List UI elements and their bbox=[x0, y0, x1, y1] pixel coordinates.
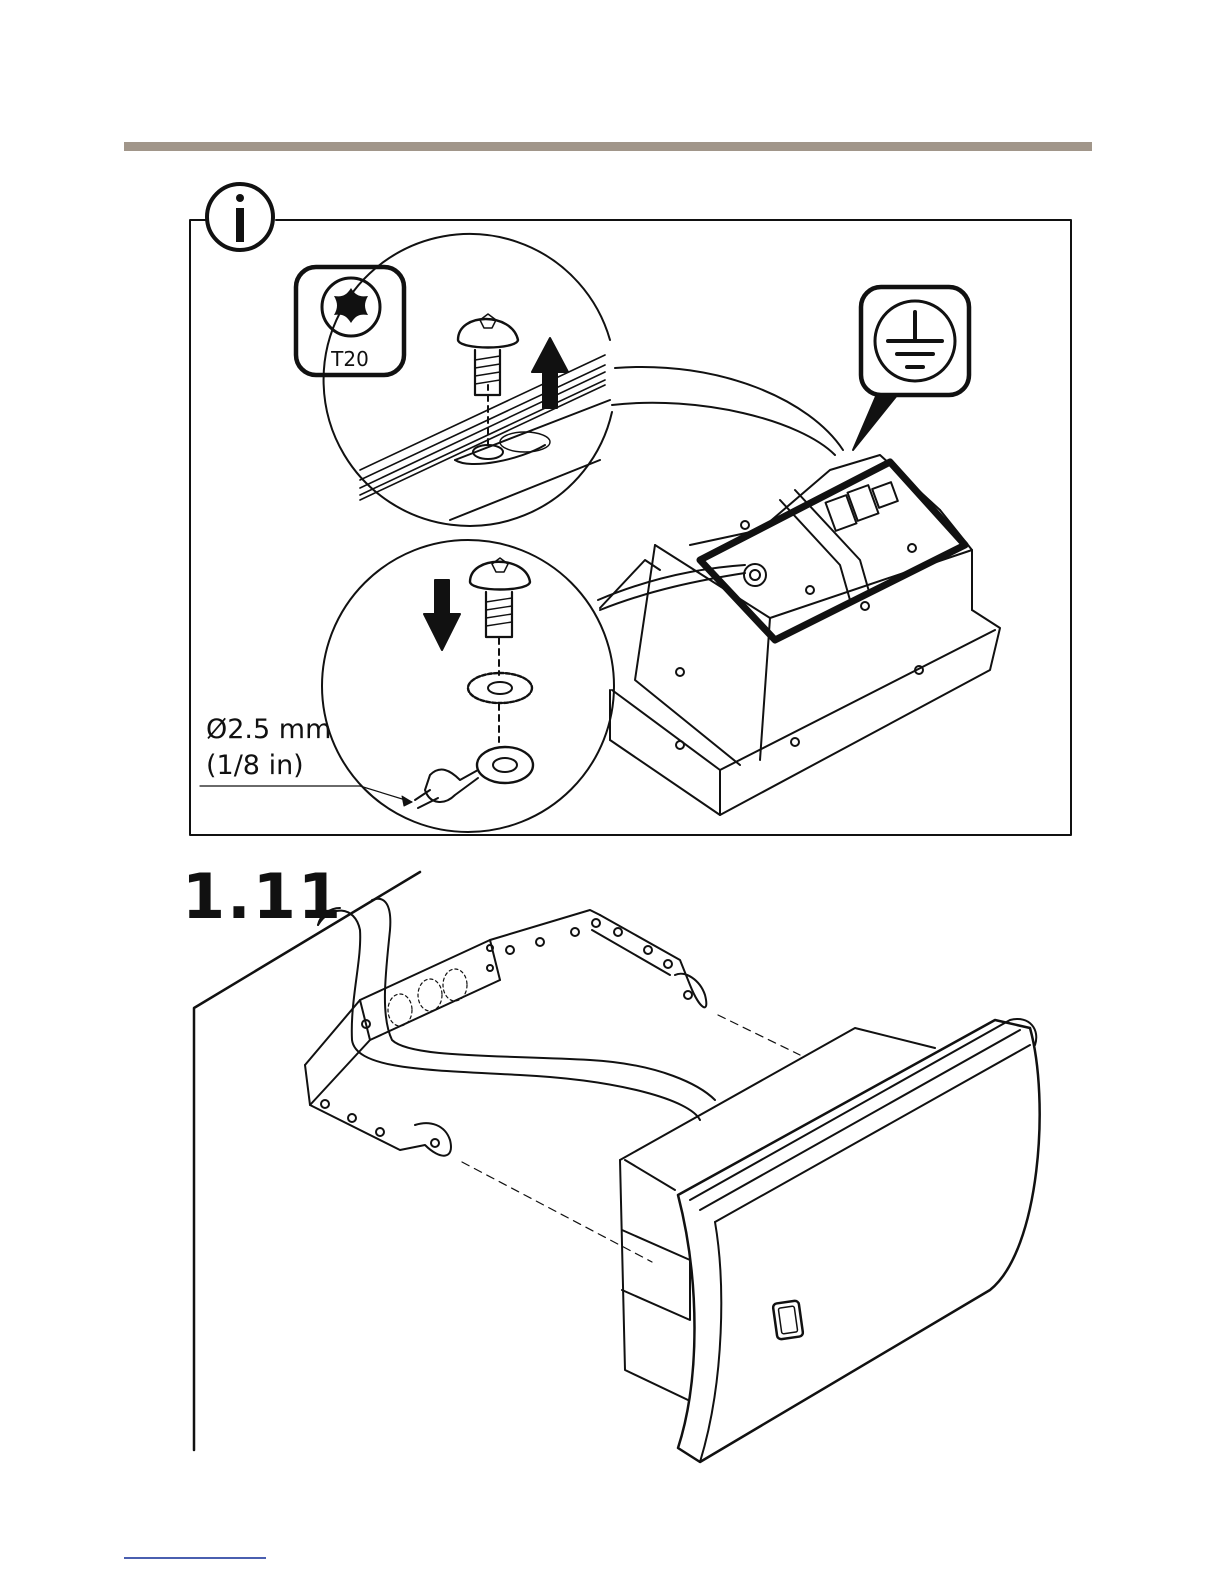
step-number: 1.11 bbox=[182, 866, 343, 928]
arrow-down-icon bbox=[424, 580, 460, 650]
footer-line bbox=[124, 1557, 266, 1559]
speaker-front-view bbox=[620, 1019, 1040, 1462]
lock-washer bbox=[468, 673, 532, 742]
mounting-bracket bbox=[305, 910, 706, 1156]
wire-diameter-metric: Ø2.5 mm bbox=[206, 714, 331, 745]
ring-terminal bbox=[415, 747, 533, 808]
info-icon bbox=[207, 184, 273, 250]
tool-badge-label: T20 bbox=[330, 347, 369, 371]
screw-bottom bbox=[470, 558, 530, 675]
wall-surface bbox=[194, 872, 420, 1450]
screw-top bbox=[458, 314, 518, 395]
alignment-guide-lines bbox=[462, 1015, 800, 1262]
zoom-circle-bottom bbox=[322, 540, 660, 832]
speaker-rear-view bbox=[598, 455, 1000, 815]
wire-diameter-imperial: (1/8 in) bbox=[206, 750, 304, 781]
protective-earth-ground-icon bbox=[853, 287, 969, 450]
